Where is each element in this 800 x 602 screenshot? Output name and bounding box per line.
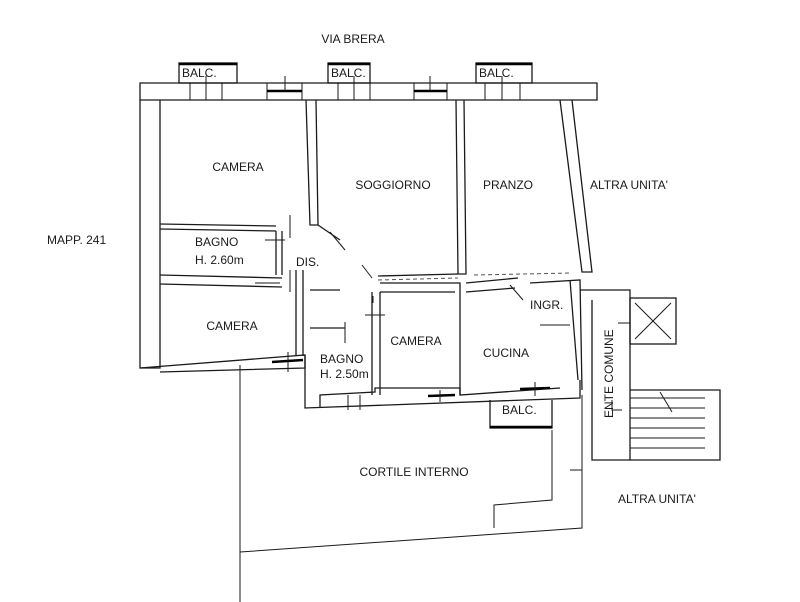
room-label-pranzo: PRANZO	[483, 178, 533, 192]
room-label-dis: DIS.	[296, 255, 319, 269]
room-label-camera-2: CAMERA	[206, 319, 257, 333]
balcony-label-4: BALC.	[502, 403, 537, 417]
street-label: VIA BRERA	[321, 32, 384, 46]
balcony-top-3	[475, 62, 533, 84]
doors	[255, 215, 570, 343]
balcony-top-1	[178, 62, 238, 84]
mapp-label: MAPP. 241	[47, 233, 106, 247]
room-label-ingresso: INGR.	[530, 298, 563, 312]
room-label-bagno-2-height: H. 2.50m	[320, 367, 369, 381]
court-windows	[271, 352, 551, 410]
room-label-bagno-1: BAGNO	[195, 235, 238, 249]
outer-walls	[139, 82, 598, 409]
room-label-soggiorno: SOGGIORNO	[355, 178, 430, 192]
courtyard-label: CORTILE INTERNO	[359, 465, 468, 479]
neighbor-label-top: ALTRA UNITA'	[590, 178, 668, 192]
balcony-top-2	[327, 62, 371, 84]
room-label-bagno-1-height: H. 2.60m	[195, 253, 244, 267]
room-label-camera-3: CAMERA	[390, 334, 441, 348]
room-label-bagno-2: BAGNO	[320, 352, 363, 366]
interior-walls	[159, 99, 583, 395]
room-label-cucina: CUCINA	[483, 346, 529, 360]
room-label-camera-1: CAMERA	[212, 160, 263, 174]
balcony-label-3: BALC.	[479, 66, 514, 80]
balcony-label-2: BALC.	[331, 66, 366, 80]
neighbor-label-bottom: ALTRA UNITA'	[618, 492, 696, 506]
balcony-court	[489, 400, 553, 429]
stair-block	[580, 289, 721, 461]
ente-comune-label: ENTE COMUNE	[602, 329, 616, 418]
courtyard-outline	[239, 365, 583, 602]
balcony-label-1: BALC.	[182, 66, 217, 80]
facade-windows	[189, 76, 521, 100]
dashed-openings	[377, 272, 573, 281]
